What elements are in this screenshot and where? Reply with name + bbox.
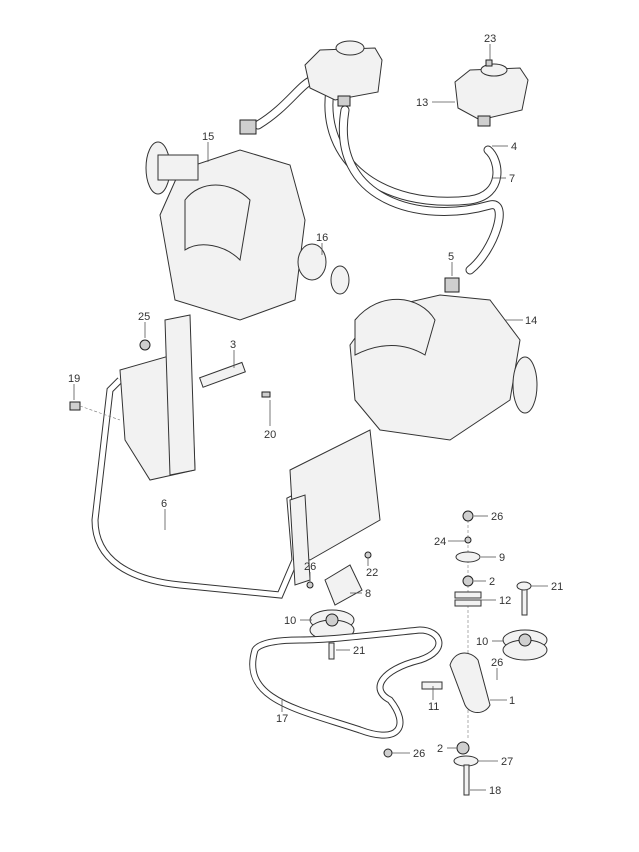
hydro-pump-14 <box>349 277 538 441</box>
callout-15: 15 <box>202 131 214 143</box>
callout-18: 18 <box>489 785 501 797</box>
callout-5: 5 <box>448 251 454 263</box>
callout-10a: 10 <box>284 615 296 627</box>
callout-23: 23 <box>484 33 496 45</box>
callout-6: 6 <box>161 498 167 510</box>
hydro-pump-15 <box>145 119 350 321</box>
callout-26d: 26 <box>413 748 425 760</box>
callout-2b: 2 <box>437 743 443 755</box>
idler-assembly <box>421 510 548 796</box>
reservoir-13 <box>454 59 529 127</box>
callout-2a: 2 <box>489 576 495 588</box>
callout-19: 19 <box>68 373 80 385</box>
callout-22: 22 <box>366 567 378 579</box>
callout-9: 9 <box>499 552 505 564</box>
callout-12: 12 <box>499 595 511 607</box>
callout-3: 3 <box>230 339 236 351</box>
hose-7 <box>253 74 504 275</box>
callout-26c: 26 <box>491 657 503 669</box>
callout-11: 11 <box>428 701 439 713</box>
drive-belt-17 <box>249 626 443 758</box>
callout-1: 1 <box>509 695 515 707</box>
callout-26a: 26 <box>491 511 503 523</box>
callout-21b: 21 <box>353 645 365 657</box>
callout-16: 16 <box>316 232 328 244</box>
callout-8: 8 <box>365 588 371 600</box>
callout-25: 25 <box>138 311 150 323</box>
callout-4: 4 <box>511 141 517 153</box>
callout-7: 7 <box>509 173 515 185</box>
hardware-upper <box>69 339 271 421</box>
callout-17: 17 <box>276 713 288 725</box>
reservoir-left <box>304 40 383 107</box>
callout-10b: 10 <box>476 636 488 648</box>
callouts: 23 13 4 7 15 16 5 14 25 3 19 20 6 26 24 … <box>68 33 563 797</box>
frame-bracket-6 <box>91 314 381 599</box>
callout-13: 13 <box>416 97 428 109</box>
callout-27: 27 <box>501 756 513 768</box>
callout-24: 24 <box>434 536 446 548</box>
callout-21a: 21 <box>551 581 563 593</box>
callout-20: 20 <box>264 429 276 441</box>
callout-26b: 26 <box>304 561 316 573</box>
callout-14: 14 <box>525 315 537 327</box>
